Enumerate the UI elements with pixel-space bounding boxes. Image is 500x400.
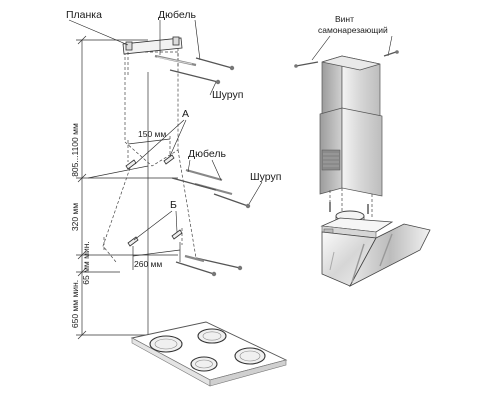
- top-dowel: [154, 54, 197, 67]
- bottom-dowels: [175, 254, 243, 277]
- hood-body: [320, 217, 431, 287]
- top-screw: [169, 57, 235, 85]
- glass-panel-side: [349, 223, 431, 287]
- dimension-150: 150 мм: [138, 129, 166, 139]
- dimension-320: 320 мм: [70, 203, 80, 231]
- label-dubel-mid: Дюбель: [188, 148, 226, 160]
- dimension-650-min: 650 мм мин.: [70, 280, 80, 328]
- label-vint: Винт: [335, 14, 354, 24]
- bracket-b: [103, 228, 183, 251]
- label-dubel-top: Дюбель: [158, 9, 196, 21]
- chimney-upper: [321, 55, 381, 119]
- wall-mounting-diagram: 805...1100 мм 320 мм 65 мм мин. 650 мм м…: [66, 9, 288, 387]
- label-samonarezayushchiy: самонарезающий: [318, 25, 388, 35]
- mounting-strip: [122, 36, 183, 75]
- middle-dowel: [185, 168, 233, 196]
- chimney-outline-projection: [124, 52, 179, 167]
- hood-outline-projection: [102, 167, 131, 263]
- middle-screw: [171, 177, 251, 209]
- burner-2: [197, 328, 227, 344]
- burner-4: [234, 347, 266, 365]
- bracket-a-level-line: [87, 165, 149, 179]
- hood-assembly-diagram: Винт самонарезающий: [294, 14, 431, 287]
- bracket-a: [125, 136, 175, 170]
- label-shurup-top: Шуруп: [212, 89, 243, 101]
- dimension-65-min: 65 мм мин.: [81, 241, 91, 285]
- label-planka: Планка: [66, 9, 102, 21]
- burner-1: [149, 335, 183, 353]
- dimension-805-1100: 805...1100 мм: [70, 123, 80, 177]
- label-b: Б: [170, 199, 177, 211]
- dimension-ticks: [77, 35, 87, 340]
- chimney-lower: [319, 107, 383, 197]
- label-a: А: [182, 108, 189, 120]
- label-shurup-mid: Шуруп: [250, 171, 281, 183]
- burner-3: [190, 356, 218, 372]
- dimension-260: 260 мм: [134, 259, 162, 269]
- hob: [130, 321, 288, 387]
- self-tapping-screws: [294, 50, 399, 68]
